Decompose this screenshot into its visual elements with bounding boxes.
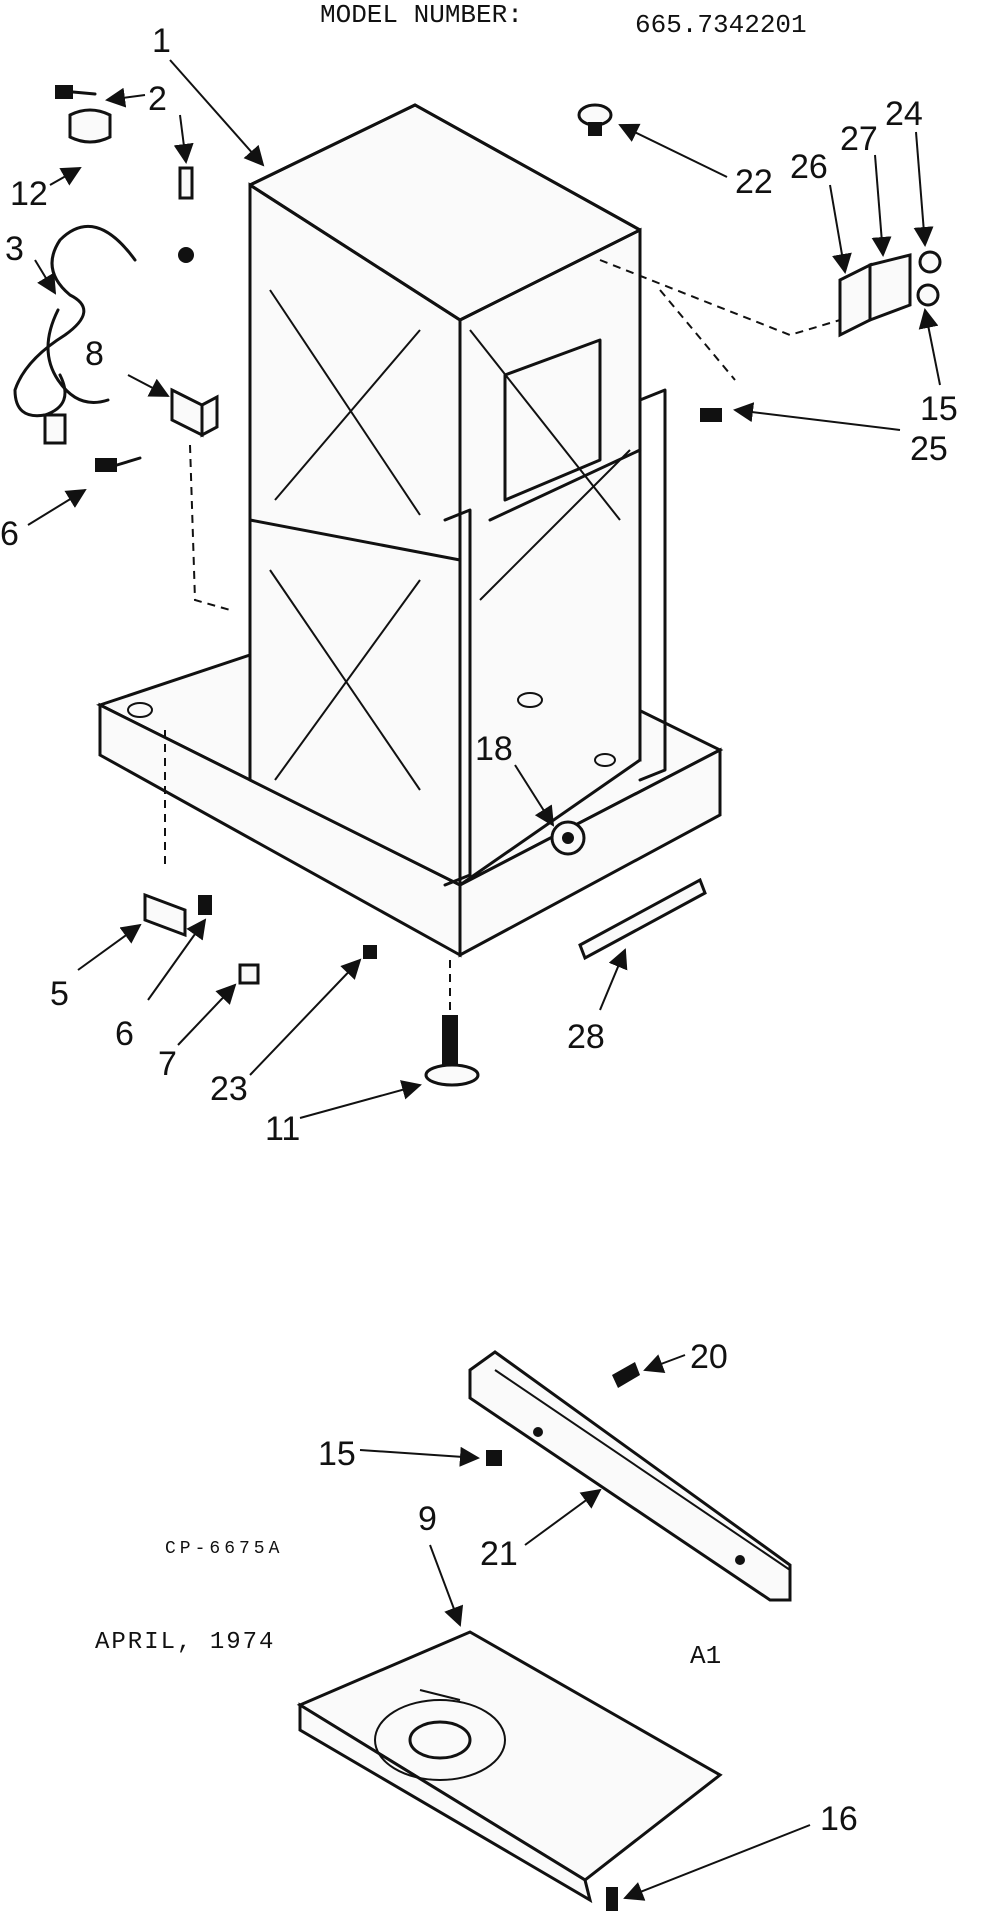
callout-2: 2 [148,80,167,118]
callout-20: 20 [690,1338,728,1376]
callout-28: 28 [567,1018,605,1056]
callout-27: 27 [840,120,878,158]
leveling-leg-11-icon [424,1015,480,1087]
switch-assembly-26-27-icon [599,250,942,381]
drawing-date: APRIL, 1974 [95,1629,275,1656]
power-cord-3-icon [13,224,137,445]
knob-22-icon [577,103,613,136]
callout-15a: 15 [920,390,958,428]
roller-18-icon [550,820,586,856]
rail-21 [468,1350,792,1602]
nut-15b-icon [486,1450,502,1466]
nut-23-icon [363,945,377,959]
screw-20-icon [612,1362,640,1388]
callout-6b: 6 [115,1015,134,1053]
screw-6a-icon [95,456,142,472]
screw-25-icon [700,408,722,422]
callout-12: 12 [10,175,48,213]
callout-24: 24 [885,95,923,133]
strip-28-icon [578,877,707,961]
leader-lines [27,59,941,1901]
callout-8: 8 [85,335,104,373]
model-number-label: MODEL NUMBER: [320,0,523,30]
callout-21: 21 [480,1535,518,1573]
callout-9: 9 [418,1500,437,1538]
cabinet-frame [96,103,724,1015]
callout-22: 22 [735,163,773,201]
screw-16-icon [606,1887,618,1911]
callout-7: 7 [158,1045,177,1083]
screw-2-icon [55,85,97,99]
terminal-block-8-icon [170,387,219,438]
drawing-code: CP-6675A [165,1539,283,1559]
callout-25: 25 [910,430,948,468]
callout-18: 18 [475,730,513,768]
callout-15b: 15 [318,1435,356,1473]
strain-relief-12-icon [68,108,112,144]
callout-16: 16 [820,1800,858,1838]
callout-3: 3 [5,230,24,268]
callout-6a: 6 [0,515,19,553]
clip-icon [178,166,194,263]
switch-5-icon [143,892,212,938]
callout-23: 23 [210,1070,248,1108]
model-number-value: 665.7342201 [635,10,807,40]
sheet-id: A1 [690,1641,721,1671]
callout-1: 1 [152,22,171,60]
turntable-pan-9 [296,1630,723,1904]
callout-11: 11 [265,1110,300,1148]
nut-7-icon [238,963,260,985]
callout-5: 5 [50,975,69,1013]
callout-26: 26 [790,148,828,186]
